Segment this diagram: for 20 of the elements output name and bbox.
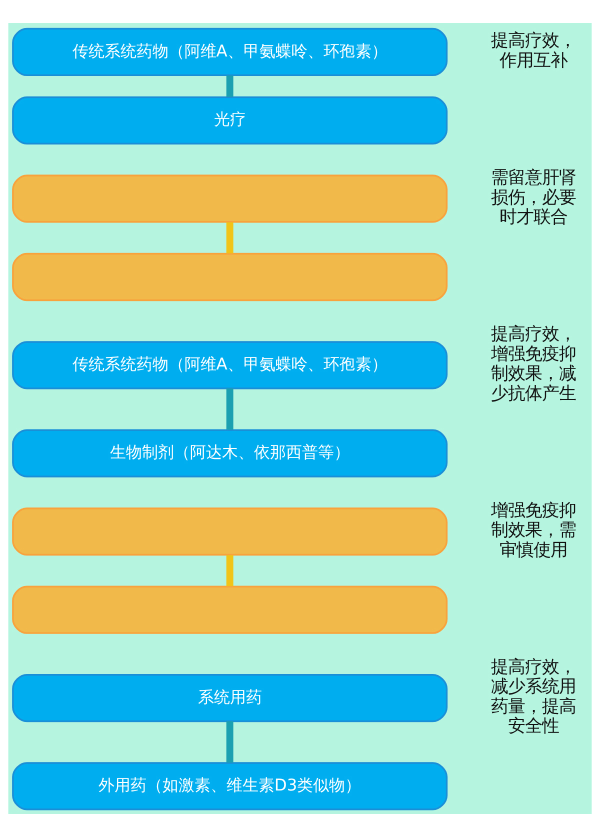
node-box	[12, 585, 448, 634]
node-box: 外用药（如激素、维生素D3类似物）	[12, 762, 448, 810]
node-box: 光疗	[12, 96, 448, 144]
node-label: 需留意肝肾损伤，必要时才联合	[491, 168, 576, 227]
connector	[226, 222, 234, 253]
node-box: 生物制剂（阿达木、依那西普等）	[12, 428, 448, 477]
connector	[226, 720, 234, 762]
node-box	[12, 174, 448, 222]
node-box: 传统系统药物（阿维A、甲氨蝶呤、环孢素）	[12, 27, 448, 76]
node-label: 增强免疫抑制效果，需审慎使用	[491, 500, 576, 560]
node-label: 提高疗效，减少系统用药量，提高安全性	[491, 657, 576, 736]
node-label: 提高疗效，作用互补	[491, 30, 576, 70]
connector	[226, 388, 234, 430]
connector	[226, 554, 234, 586]
node-label: 提高疗效，增强免疫抑制效果，减少抗体产生	[491, 324, 576, 404]
node-box	[12, 507, 448, 556]
connector	[226, 75, 234, 96]
node-box	[12, 252, 448, 301]
node-box: 传统系统药物（阿维A、甲氨蝶呤、环孢素）	[12, 340, 448, 389]
node-box: 系统用药	[12, 673, 448, 722]
